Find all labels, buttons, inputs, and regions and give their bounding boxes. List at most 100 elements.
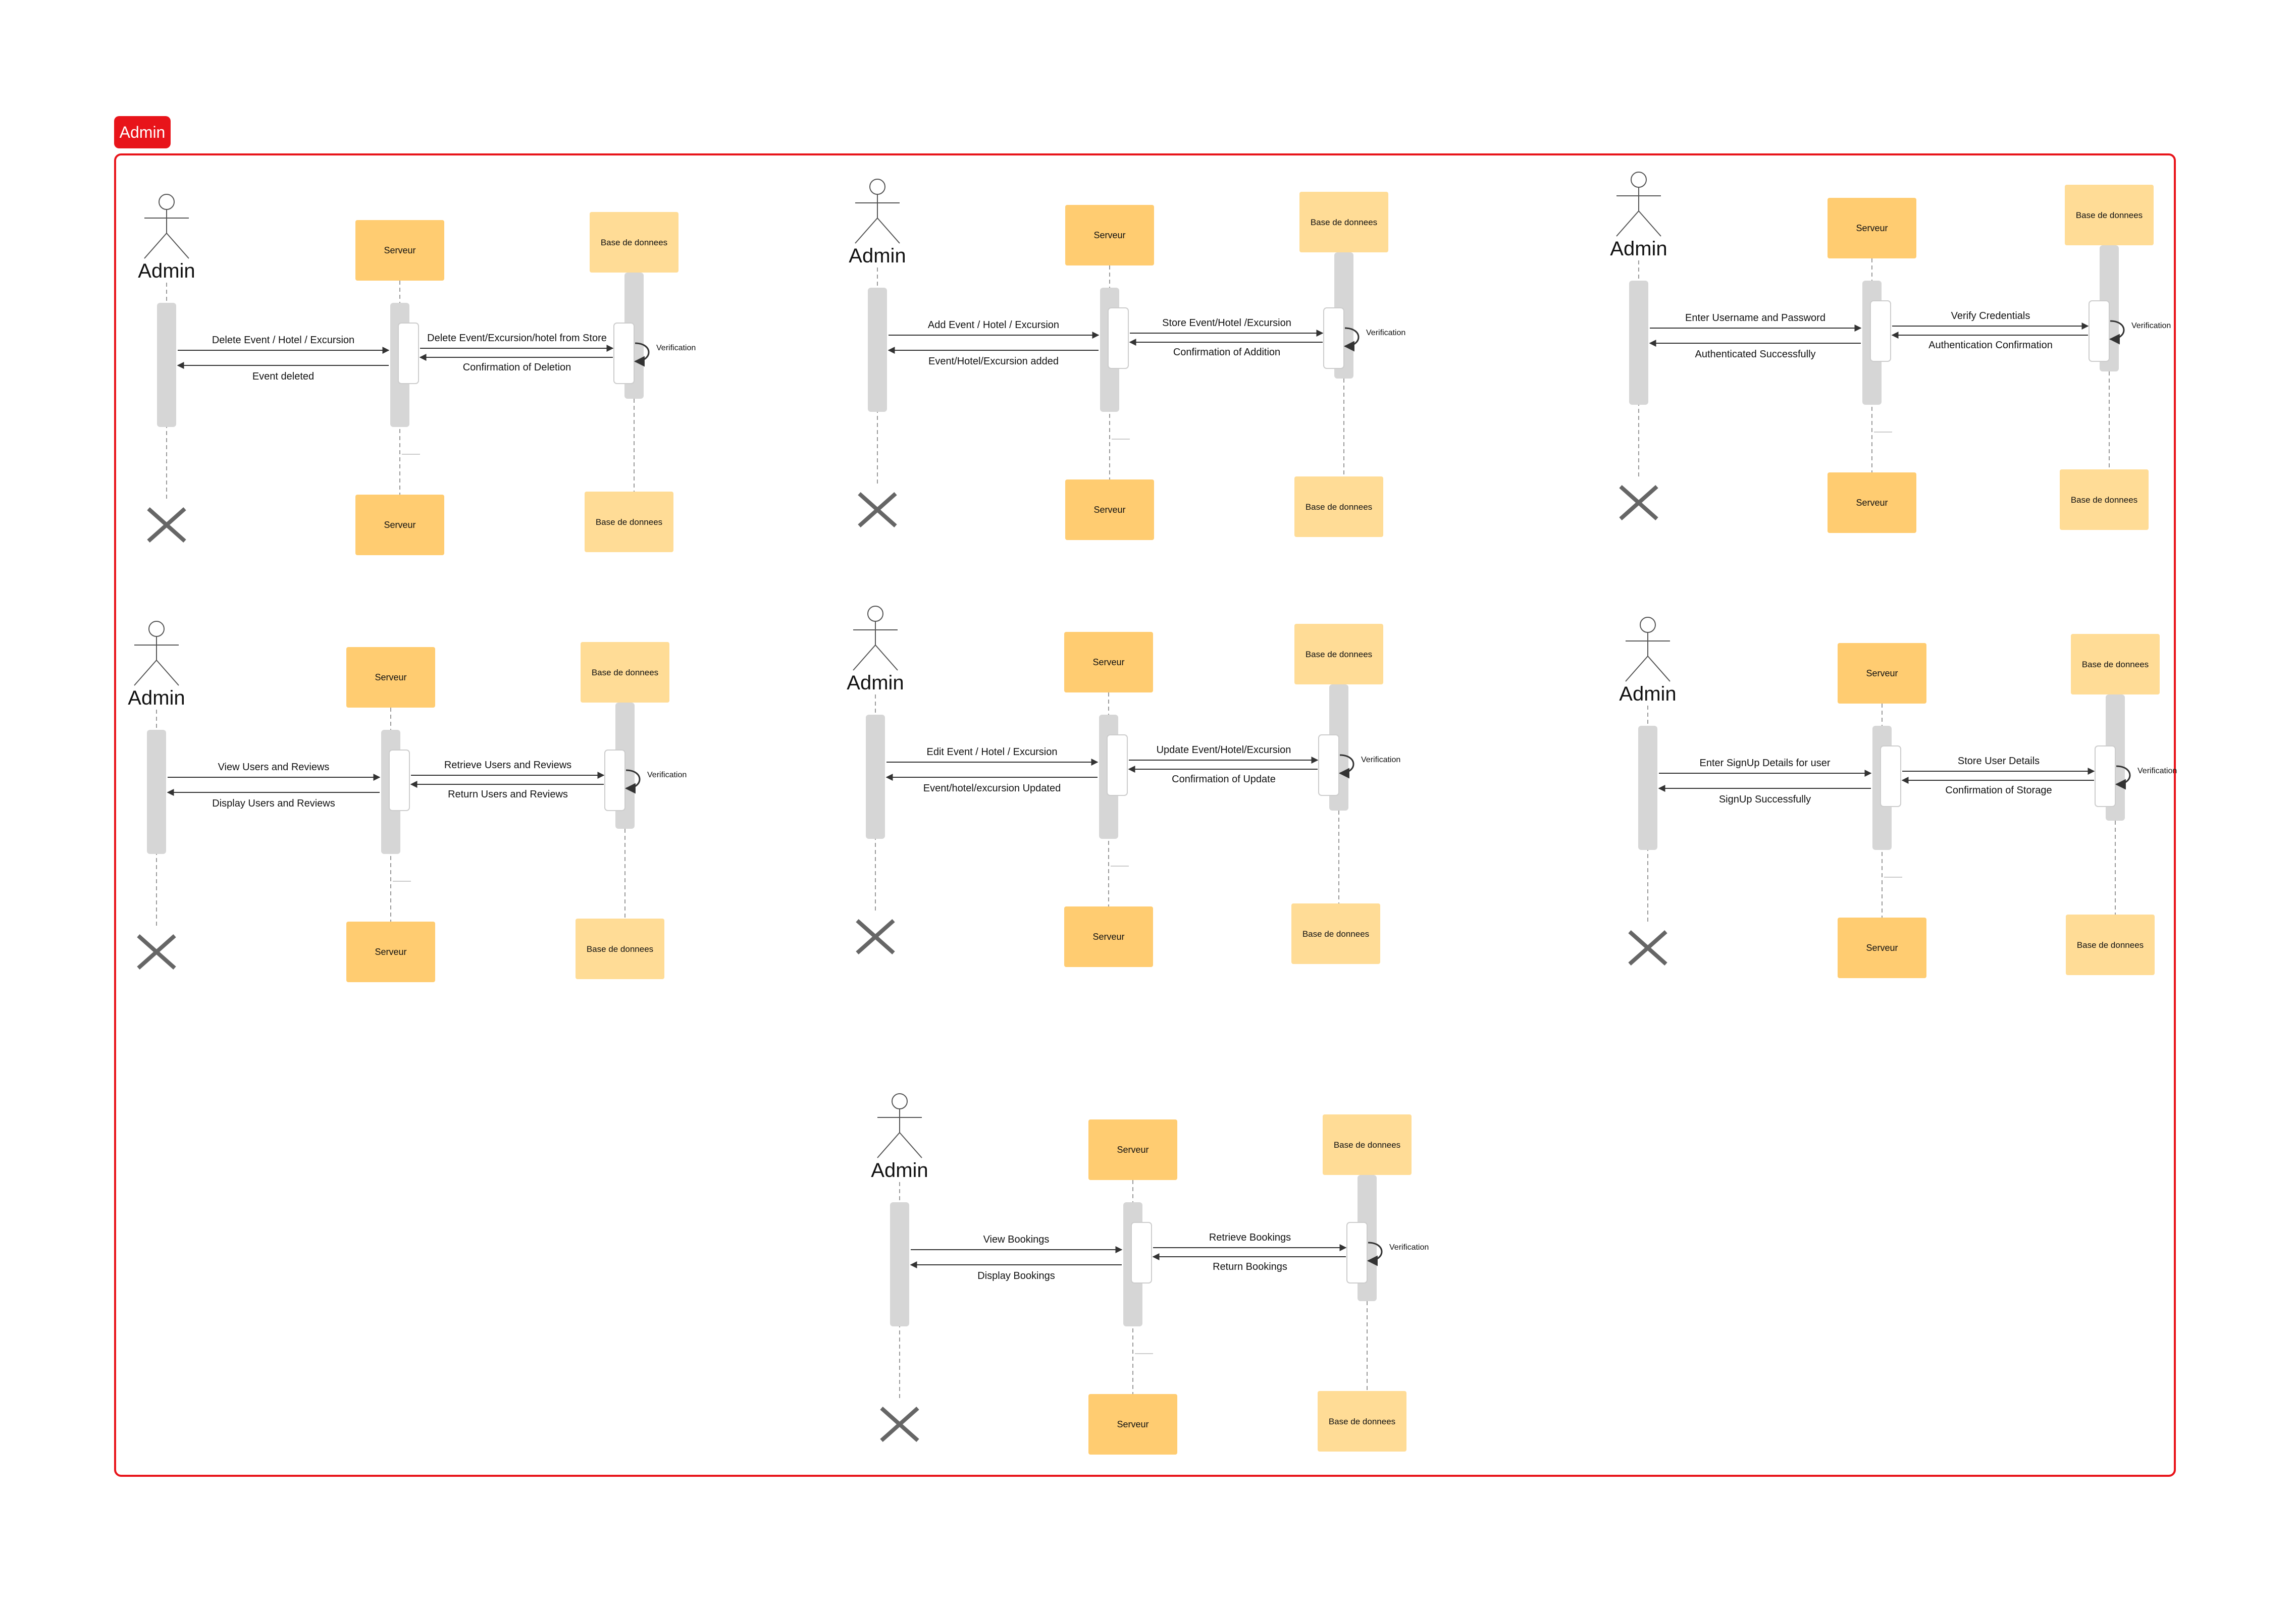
database-label-bottom: Base de donnees xyxy=(587,944,653,954)
server-focus-box[interactable] xyxy=(1870,300,1891,362)
message-label: Event/Hotel/Excursion added xyxy=(928,356,1059,367)
message-label: Confirmation of Storage xyxy=(1945,785,2052,796)
actor-activation-bar[interactable] xyxy=(157,303,176,427)
actor-leg-icon xyxy=(877,218,900,244)
database-box-top[interactable] xyxy=(1294,624,1383,684)
server-box-top[interactable] xyxy=(1828,198,1916,258)
database-focus-box[interactable] xyxy=(2089,300,2110,362)
message-label: SignUp Successfully xyxy=(1719,794,1811,805)
database-focus-box[interactable] xyxy=(613,323,635,384)
admin-frame xyxy=(114,153,2176,1477)
actor-activation-bar[interactable] xyxy=(1638,726,1657,850)
server-focus-box[interactable] xyxy=(1131,1222,1152,1283)
server-label-bottom: Serveur xyxy=(375,947,406,957)
server-focus-box[interactable] xyxy=(1107,734,1128,796)
database-box-top[interactable] xyxy=(2071,634,2160,694)
actor-activation-bar[interactable] xyxy=(868,288,887,412)
actor-leg-icon xyxy=(875,645,898,671)
database-focus-box[interactable] xyxy=(1346,1222,1368,1283)
message-label: Add Event / Hotel / Excursion xyxy=(928,319,1059,331)
server-label-top: Serveur xyxy=(1866,668,1898,678)
server-box-bottom[interactable] xyxy=(1088,1394,1177,1455)
database-box-top[interactable] xyxy=(581,642,669,703)
server-box-bottom[interactable] xyxy=(1065,479,1154,540)
actor-label: Admin xyxy=(1610,238,1667,260)
database-box-bottom[interactable] xyxy=(585,492,673,552)
database-label-top: Base de donnees xyxy=(1306,650,1372,659)
database-box-bottom[interactable] xyxy=(576,919,664,979)
server-box-bottom[interactable] xyxy=(1828,472,1916,533)
message-label: Retrieve Bookings xyxy=(1209,1232,1291,1243)
server-label-bottom: Serveur xyxy=(1093,505,1125,515)
database-box-top[interactable] xyxy=(1323,1114,1412,1175)
destroy-icon xyxy=(880,1407,919,1442)
server-box-bottom[interactable] xyxy=(346,922,435,982)
server-label-top: Serveur xyxy=(1856,223,1888,233)
server-box-top[interactable] xyxy=(1088,1119,1177,1180)
database-box-bottom[interactable] xyxy=(2060,469,2149,530)
server-box-top[interactable] xyxy=(1064,632,1153,692)
database-box-bottom[interactable] xyxy=(2066,915,2155,975)
server-focus-box[interactable] xyxy=(389,750,410,811)
verification-arrow[interactable] xyxy=(634,342,650,367)
message-label: Confirmation of Deletion xyxy=(463,362,571,373)
server-box-top[interactable] xyxy=(1838,643,1926,704)
message-label: Display Users and Reviews xyxy=(212,798,335,809)
actor-activation-bar[interactable] xyxy=(147,730,166,854)
actor-activation-bar[interactable] xyxy=(890,1202,909,1326)
actor-leg-icon xyxy=(1647,656,1671,682)
server-box-bottom[interactable] xyxy=(1838,918,1926,978)
server-label-bottom: Serveur xyxy=(1866,943,1898,953)
verification-arrow[interactable] xyxy=(1367,1242,1383,1266)
message-label: Confirmation of Addition xyxy=(1173,347,1280,358)
server-box-bottom[interactable] xyxy=(355,495,444,555)
message-label: Authentication Confirmation xyxy=(1928,340,2053,351)
message-label: Delete Event / Hotel / Excursion xyxy=(212,335,354,346)
message-label: Return Users and Reviews xyxy=(448,789,568,800)
verification-arrow[interactable] xyxy=(2109,320,2125,345)
database-focus-box[interactable] xyxy=(1318,734,1339,796)
actor-activation-bar[interactable] xyxy=(1629,281,1648,405)
verification-arrow[interactable] xyxy=(1338,754,1354,779)
server-box-top[interactable] xyxy=(355,220,444,281)
actor-leg-icon xyxy=(855,218,878,244)
verification-label: Verification xyxy=(1366,329,1405,337)
actor-activation-bar[interactable] xyxy=(866,715,885,839)
server-box-top[interactable] xyxy=(1065,205,1154,265)
verification-arrow[interactable] xyxy=(1343,327,1360,352)
actor-leg-icon xyxy=(134,660,157,686)
database-focus-box[interactable] xyxy=(2095,745,2116,807)
verification-arrow[interactable] xyxy=(624,769,641,794)
server-label-top: Serveur xyxy=(375,672,406,682)
message-label: Event/hotel/excursion Updated xyxy=(923,783,1061,794)
server-focus-box[interactable] xyxy=(398,323,419,384)
frame-label-admin[interactable]: Admin xyxy=(114,116,171,148)
database-focus-box[interactable] xyxy=(604,750,625,811)
actor-label: Admin xyxy=(871,1159,928,1182)
message-label: View Bookings xyxy=(983,1234,1050,1245)
server-box-bottom[interactable] xyxy=(1064,906,1153,967)
actor-leg-icon xyxy=(899,1132,922,1158)
database-box-top[interactable] xyxy=(2065,185,2154,245)
destroy-icon xyxy=(1628,930,1667,966)
message-label: Confirmation of Update xyxy=(1172,774,1276,785)
database-focus-box[interactable] xyxy=(1323,307,1344,369)
verification-arrow[interactable] xyxy=(2115,765,2131,790)
actor-leg-icon xyxy=(144,233,167,259)
database-label-bottom: Base de donnees xyxy=(2071,495,2137,505)
actor-head-icon xyxy=(892,1093,908,1109)
database-label-top: Base de donnees xyxy=(1311,218,1377,227)
database-box-bottom[interactable] xyxy=(1318,1391,1406,1452)
actor-label: Admin xyxy=(128,687,185,709)
server-box-top[interactable] xyxy=(346,647,435,708)
actor-leg-icon xyxy=(1625,656,1648,682)
database-box-bottom[interactable] xyxy=(1294,476,1383,537)
database-box-top[interactable] xyxy=(1299,192,1388,252)
database-label-bottom: Base de donnees xyxy=(2077,940,2144,950)
destroy-icon xyxy=(147,507,186,543)
server-focus-box[interactable] xyxy=(1880,745,1901,807)
database-box-bottom[interactable] xyxy=(1291,903,1380,964)
database-box-top[interactable] xyxy=(590,212,679,273)
server-focus-box[interactable] xyxy=(1108,307,1129,369)
